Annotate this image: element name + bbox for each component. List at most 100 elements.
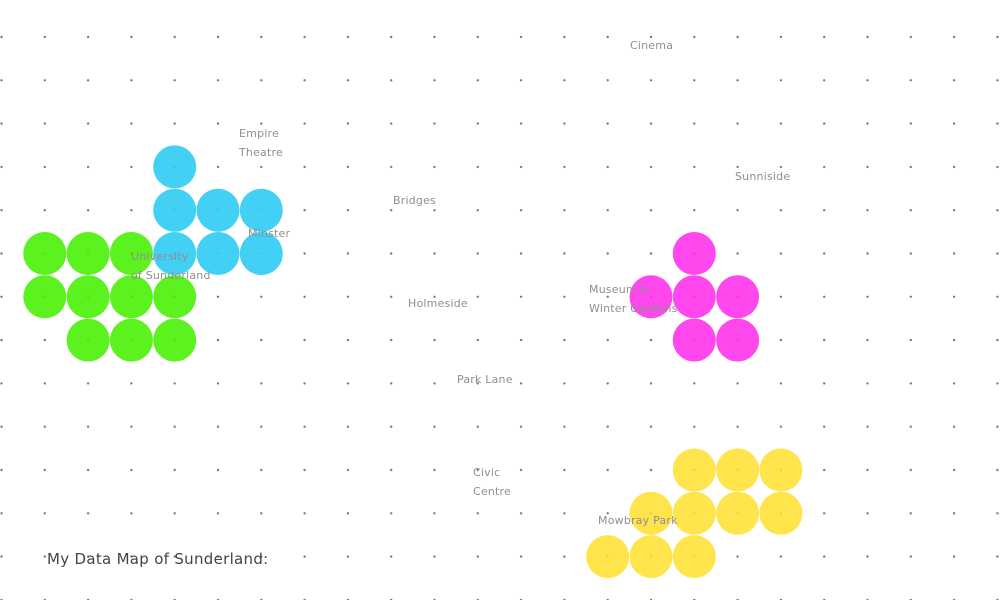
grid-dot [866,209,869,212]
grid-dot [866,122,869,125]
grid-dot [563,165,566,169]
grid-dot [476,79,479,82]
grid-dot [260,79,263,82]
grid-dot [476,209,479,212]
grid-dot [823,468,826,472]
grid-dot [260,382,263,385]
grid-dot [86,35,90,39]
grid-dot [519,35,523,39]
grid-dot [996,425,999,428]
grid-dot [563,209,566,212]
grid-dot [433,338,436,342]
grid-dot [649,338,653,342]
grid-dot [433,209,436,212]
grid-dot [390,468,393,472]
grid-dot [952,252,956,255]
bubble-green [23,275,67,319]
grid-dot [866,35,869,39]
grid-dot [216,35,220,39]
grid-dot [433,35,436,39]
grid-dot [649,425,653,428]
bubble-yellow [672,535,716,579]
grid-dot [43,425,46,428]
bubble-yellow [672,448,716,492]
grid-dot [779,382,783,385]
grid-dot [0,165,3,169]
grid-dot [519,252,523,255]
grid-dot [303,122,306,125]
grid-dot [996,165,999,169]
grid-dot [130,165,133,169]
grid-dot [173,35,176,39]
grid-dot [823,425,826,428]
grid-dot [43,122,46,125]
grid-dot [0,382,3,385]
grid-dot [693,35,696,39]
grid-dot [303,468,306,472]
grid-dot [476,122,479,125]
grid-dot [303,512,306,515]
grid-dot [996,295,999,298]
grid-dot [216,338,220,342]
grid-dot [0,425,3,428]
bubble-cyan [196,232,240,275]
grid-dot [952,382,956,385]
grid-dot [779,209,783,212]
bubble-magenta [672,275,716,319]
grid-dot [43,468,46,472]
grid-dot [563,468,566,472]
grid-dot [390,35,393,39]
grid-dot [736,122,739,125]
grid-dot [303,209,306,212]
grid-dot [216,382,220,385]
grid-dot [346,79,350,82]
grid-dot [823,165,826,169]
grid-dot [390,122,393,125]
grid-dot [433,468,436,472]
label-sunniside: Sunniside [735,170,791,183]
grid-dot [390,555,393,558]
grid-dot [563,295,566,298]
grid-dot [909,295,912,298]
grid-dot [996,122,999,125]
grid-dot [519,512,523,515]
grid-dot [216,555,220,558]
grid-dot [86,209,90,212]
grid-dot [346,425,350,428]
grid-dot [909,425,912,428]
grid-dot [563,122,566,125]
grid-dot [130,425,133,428]
grid-dot [346,252,350,255]
grid-dot [86,425,90,428]
label-holmeside: Holmeside [408,297,468,310]
bubble-cyan [153,188,197,232]
grid-dot [649,468,653,472]
grid-dot [996,382,999,385]
grid-dot [736,252,739,255]
grid-dot [390,79,393,82]
grid-dot [303,79,306,82]
grid-dot [0,338,3,342]
grid-dot [823,512,826,515]
grid-dot [909,165,912,169]
grid-dot [866,425,869,428]
grid-dot [86,79,90,82]
grid-dot [260,35,263,39]
grid-dot [476,35,479,39]
grid-dot [260,425,263,428]
grid-dot [563,382,566,385]
grid-dot [43,209,46,212]
grid-dot [606,295,609,298]
data-bubbles [23,145,803,579]
grid-dot [130,512,133,515]
grid-dot [43,338,46,342]
grid-dot [173,512,176,515]
grid-dot [130,122,133,125]
bubble-green [109,318,153,362]
grid-dot [693,382,696,385]
grid-dot [952,35,956,39]
grid-dot [909,79,912,82]
grid-dot [390,382,393,385]
grid-dot [779,338,783,342]
grid-dot [43,79,46,82]
